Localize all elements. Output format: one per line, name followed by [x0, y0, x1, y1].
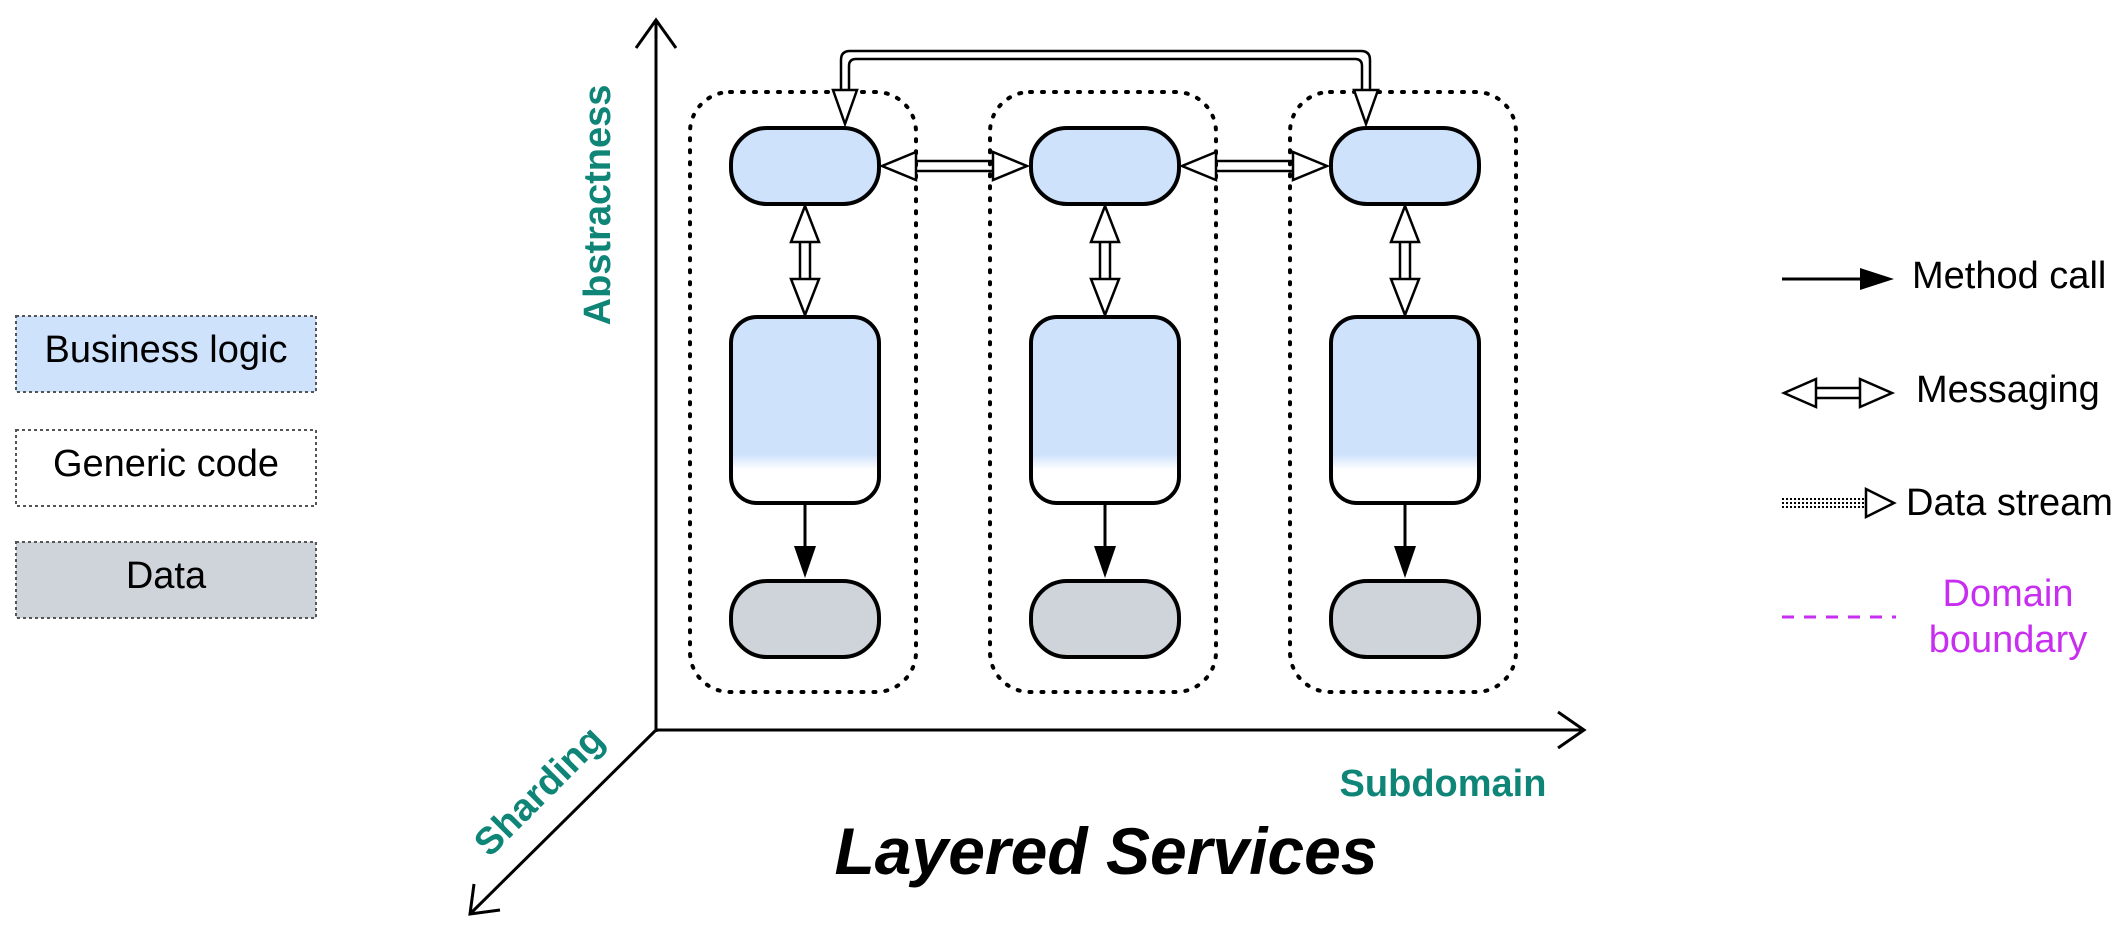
axis-label-subdomain: Subdomain	[1340, 763, 1547, 805]
legend-domain-boundary: Domain boundary	[1782, 573, 2087, 661]
axes	[468, 17, 1587, 916]
messaging-vertical-3	[1389, 202, 1421, 319]
axis-label-sharding: Sharding	[466, 718, 612, 864]
messaging-col2-col3	[1178, 150, 1331, 182]
legend-messaging-label: Messaging	[1916, 369, 2100, 411]
layer-node-1	[729, 315, 881, 505]
axis-label-abstractness: Abstractness	[577, 85, 619, 326]
legend-right: Method call Messaging Data stream Domain…	[1780, 255, 2113, 661]
business-logic-node-1	[729, 126, 881, 206]
method-call-2	[1094, 505, 1116, 578]
business-logic-node-2	[1029, 126, 1181, 206]
boundary-column-2	[988, 90, 1218, 694]
diagonal-axis-arrowhead	[468, 883, 501, 916]
legend-business-logic-swatch	[15, 315, 317, 393]
legend-messaging	[1780, 377, 1896, 409]
legend-domain-boundary-line1: Domain	[1943, 573, 2074, 615]
method-call-3	[1394, 505, 1416, 578]
legend-data-label: Data	[126, 555, 207, 597]
business-logic-node-3	[1329, 126, 1481, 206]
messaging-vertical-2	[1089, 202, 1121, 319]
legend-domain-boundary-line2: boundary	[1929, 619, 2087, 661]
layer-node-2	[1029, 315, 1181, 505]
data-node-3	[1329, 579, 1481, 659]
data-node-2	[1029, 579, 1181, 659]
diagram-title: Layered Services	[834, 814, 1377, 888]
messaging-col1-col2	[878, 150, 1031, 182]
service-column-3	[1329, 126, 1481, 659]
vertical-axis-arrowhead	[634, 17, 678, 49]
legend-generic-code-swatch	[15, 429, 317, 507]
legend-method-call: Method call	[1782, 255, 2106, 297]
legend-generic-code-label: Generic code	[53, 443, 279, 485]
legend-generic-code: Generic code	[15, 429, 317, 507]
layer-node-3	[1329, 315, 1481, 505]
diagonal-axis	[468, 728, 658, 916]
data-node-1	[729, 579, 881, 659]
messaging-col1-col3	[831, 49, 1380, 128]
legend-method-call-label: Method call	[1912, 255, 2106, 297]
boundary-column-3	[1288, 90, 1518, 694]
legend-data-swatch	[15, 541, 317, 619]
legend-business-logic: Business logic	[15, 315, 317, 393]
service-column-1	[729, 126, 881, 659]
method-call-1	[794, 505, 816, 578]
messaging-vertical-1	[789, 202, 821, 319]
legend-data-stream: Data stream	[1782, 482, 2113, 524]
boundary-column-1	[688, 90, 918, 694]
service-column-2	[1029, 126, 1181, 659]
legend-business-logic-label: Business logic	[45, 329, 288, 371]
legend-data-stream-label: Data stream	[1906, 482, 2113, 524]
domain-boundaries	[688, 90, 1518, 694]
horizontal-axis-arrowhead	[1557, 710, 1587, 750]
legend-data: Data	[15, 541, 317, 619]
legend-left: Business logic Generic code Data	[15, 315, 317, 619]
